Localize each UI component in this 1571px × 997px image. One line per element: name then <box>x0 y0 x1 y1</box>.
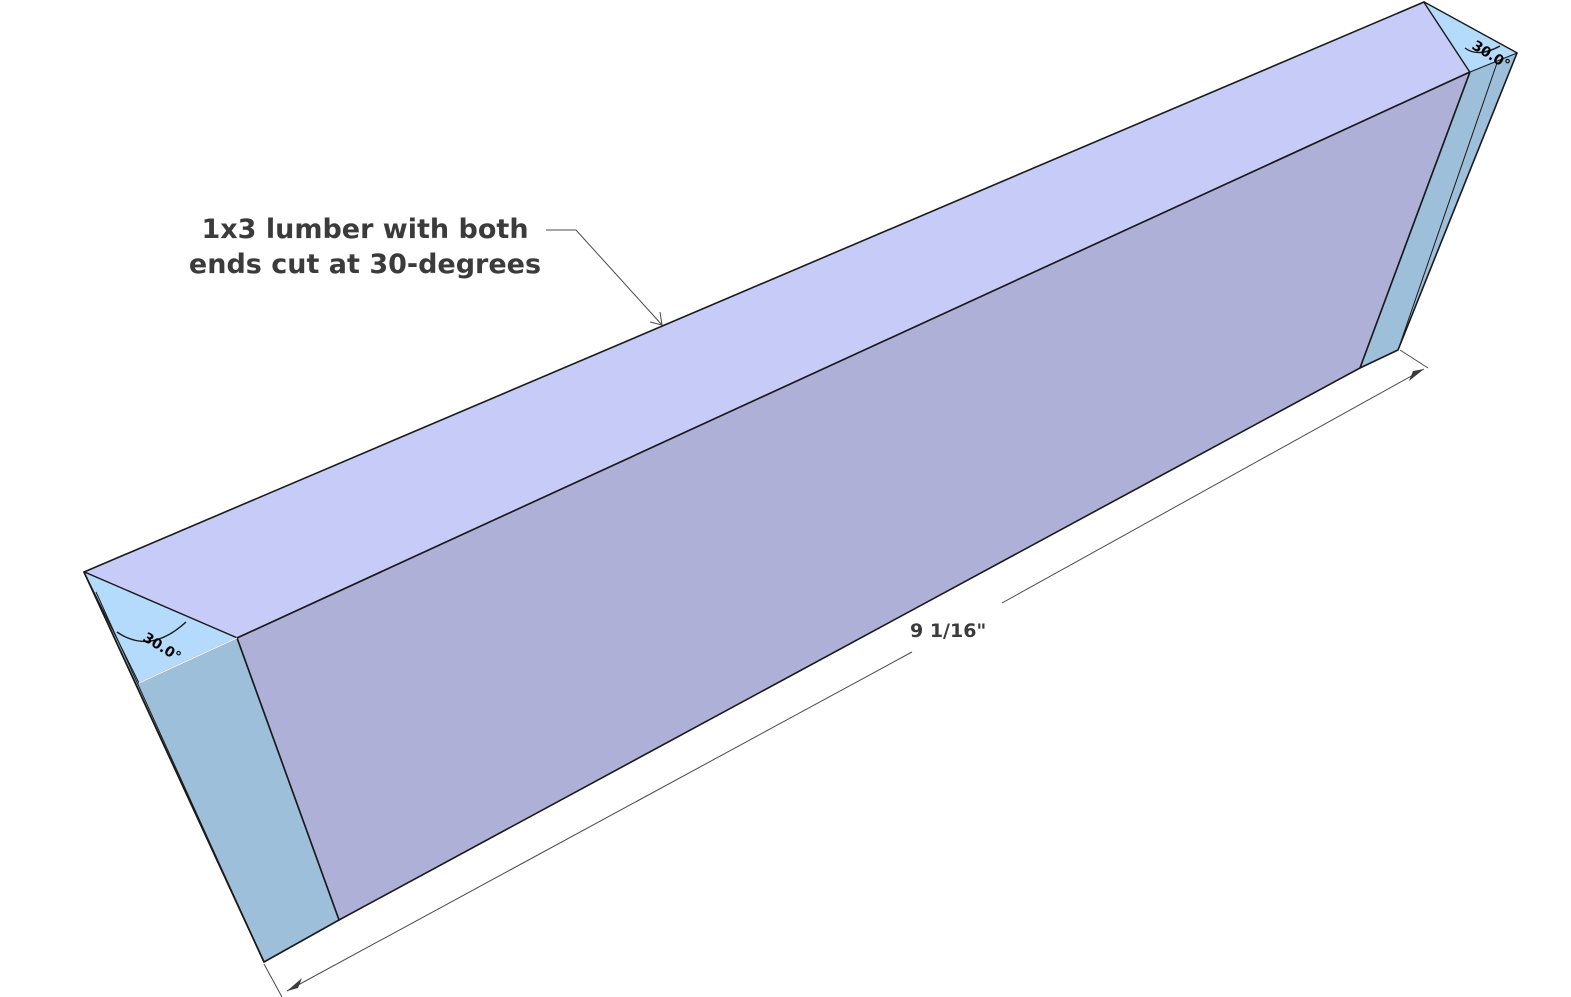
left-angle-arc <box>116 621 187 643</box>
callout-line-2: ends cut at 30-degrees <box>188 249 542 280</box>
right-angle-arc <box>1464 45 1501 54</box>
dimension-arrow-right <box>1409 369 1424 381</box>
dimension-length-label: 9 1/16" <box>910 620 986 642</box>
dimension-line-segment-2 <box>1001 368 1425 604</box>
dimension-extension-right <box>1399 349 1429 369</box>
left-end-miter-line <box>138 637 238 684</box>
callout-line-1: 1x3 lumber with both <box>201 214 529 245</box>
callout-leader-arrow <box>649 311 663 326</box>
right-miter-cut-face <box>1423 1 1518 73</box>
callout-leader-line <box>546 229 663 326</box>
dimension-line-segment-1 <box>286 651 913 992</box>
dimension-arrow-left <box>287 978 302 991</box>
dimension-extension-left <box>263 963 283 997</box>
right-end-inner-edge <box>1397 62 1498 351</box>
left-end-inner-edge <box>95 591 265 963</box>
callout-annotation: 1x3 lumber with both ends cut at 30-degr… <box>150 212 580 282</box>
